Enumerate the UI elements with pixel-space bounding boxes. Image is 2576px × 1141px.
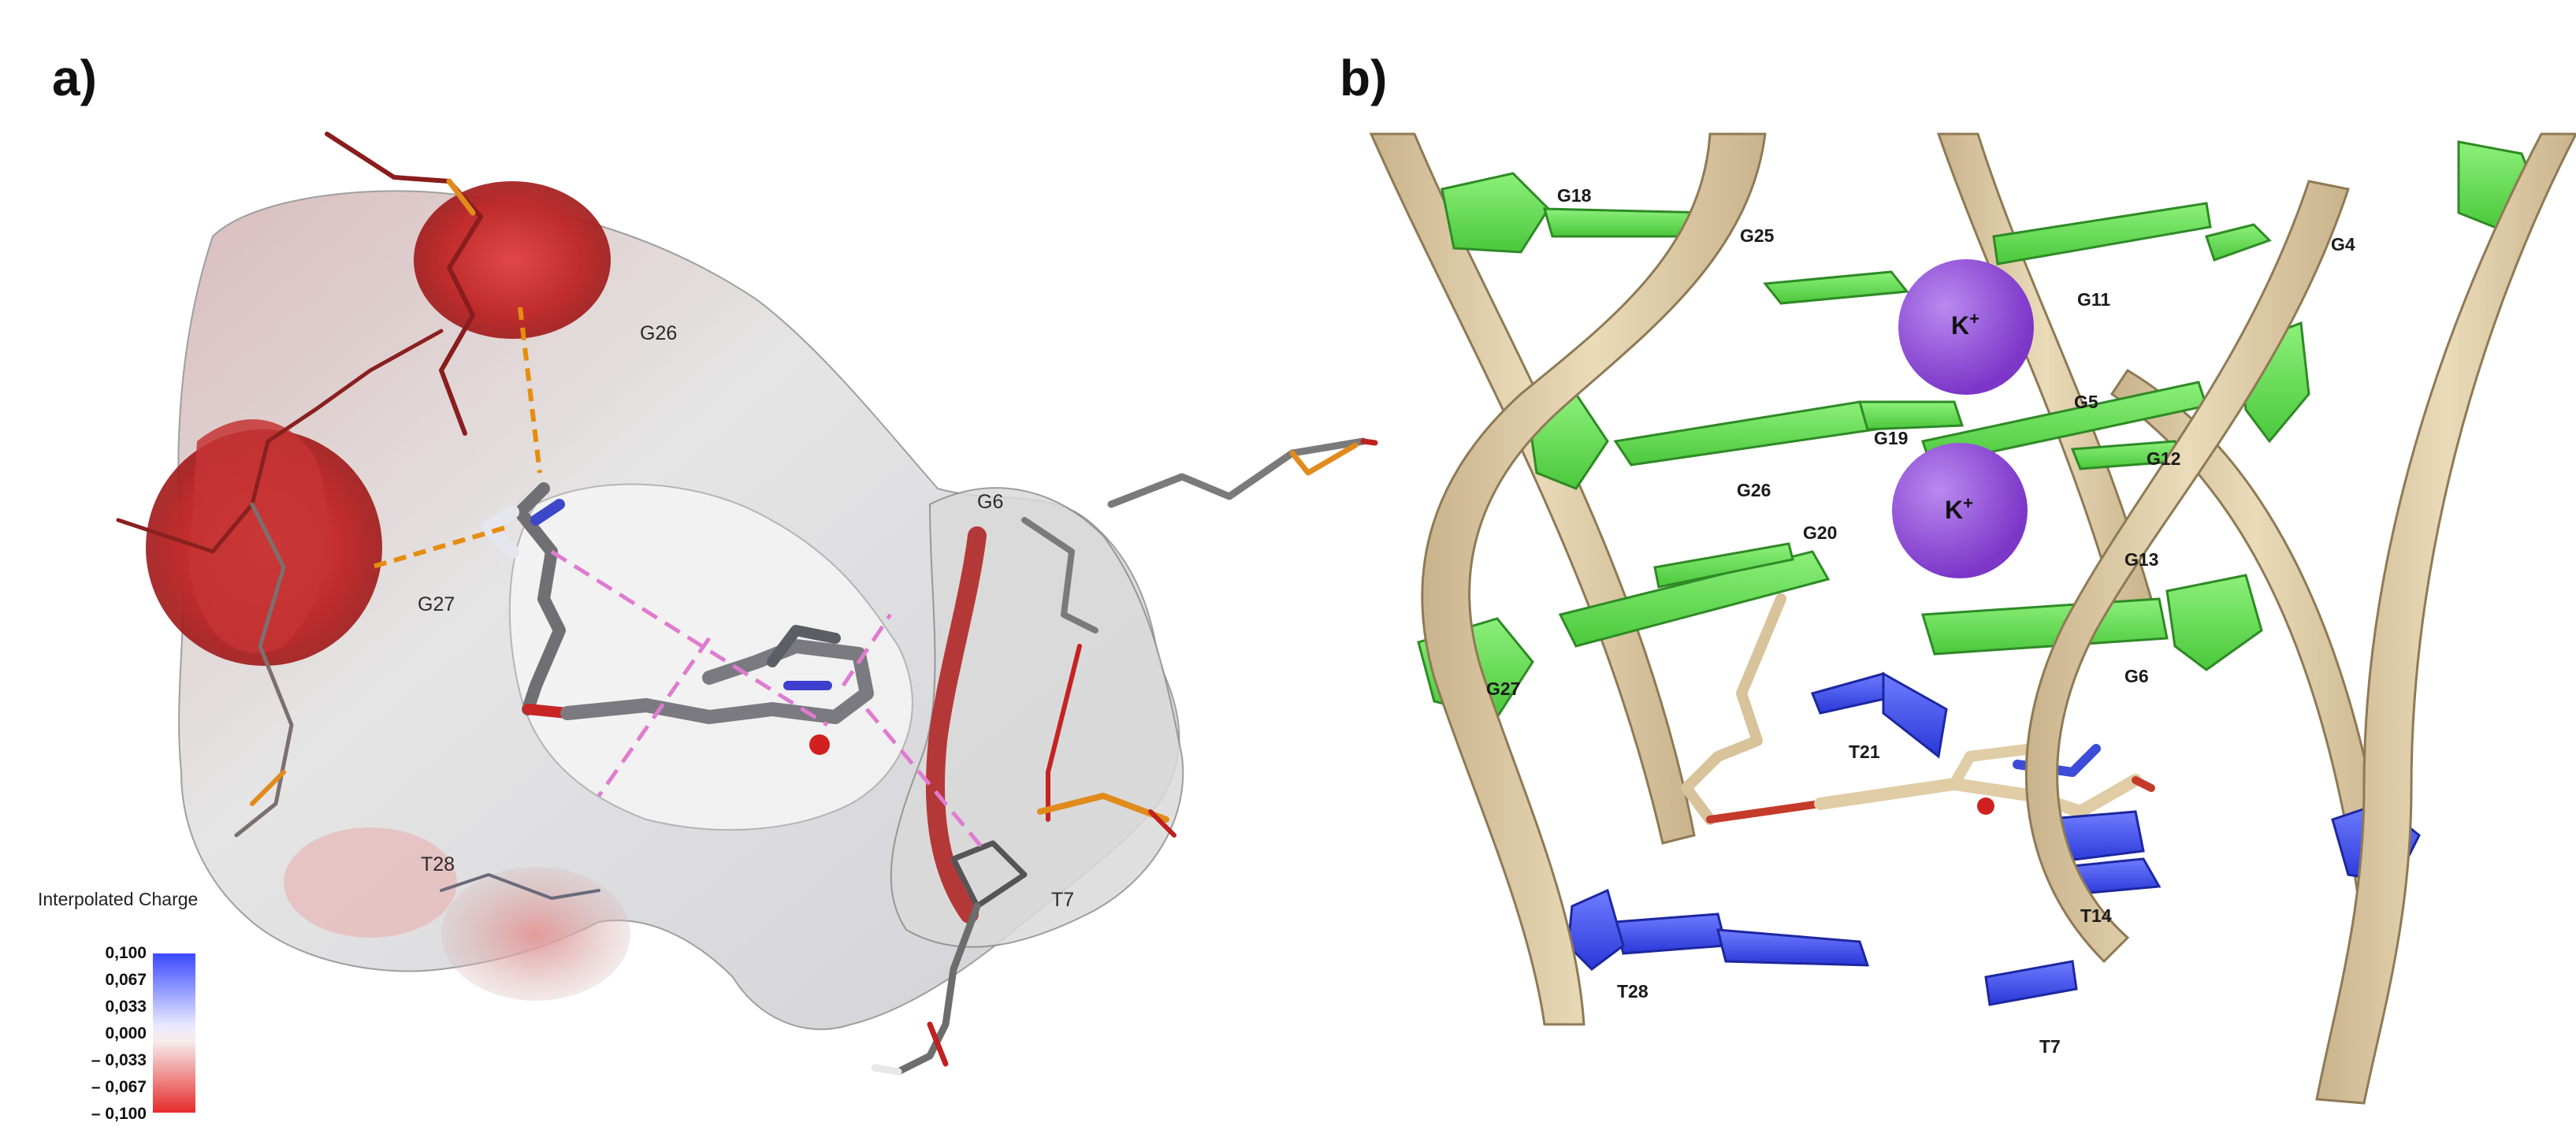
ion-label-k2: K+ [1945,493,1973,524]
hydrogen-bonds [370,307,542,570]
ligand [481,482,874,755]
residue-label-g27: G27 [418,593,455,615]
slightly-negative-region [284,827,457,938]
residue-label-g26: G26 [1737,480,1771,500]
residue-label-g19: G19 [1874,428,1908,448]
residue-label-t7: T7 [2039,1036,2061,1057]
backbone-strand-red [925,526,987,924]
thymine-bases [1567,671,2421,1006]
residue-label-g4: G4 [2331,234,2355,255]
g-quadruplex-cartoon: K+ K+ [1369,132,2576,1105]
residue-label-t14: T14 [2080,905,2112,926]
residue-label-t28: T28 [421,853,455,875]
residue-label-t28: T28 [1617,981,1649,1002]
potassium-ion [1892,443,2028,578]
panel-b: b) [1340,0,2576,1141]
residue-label-g6: G6 [977,491,1003,513]
residue-label-g20: G20 [1803,522,1837,543]
residue-label-g12: G12 [2147,448,2180,469]
charge-legend-colorbar [153,953,195,1113]
residue-label-g18: G18 [1557,185,1592,206]
panel-b-label: b) [1340,50,1388,106]
residue-label-g25: G25 [1740,225,1775,246]
legend-tick: 0,000 [105,1024,147,1043]
backbone-ribbons-front [1421,132,2576,1105]
panel-a: a) [38,50,1378,1123]
legend-tick: 0,100 [105,944,147,962]
legend-tick: – 0,100 [91,1105,147,1123]
residue-label-g11: G11 [2077,289,2110,310]
nucleotide-sticks [116,132,1378,1076]
legend-tick: – 0,033 [91,1051,147,1069]
ion-label-k1: K+ [1951,309,1979,340]
negative-region-bottom [441,867,630,1001]
potassium-ions [1892,259,2034,578]
negative-region-left-edge [189,419,329,653]
stacking-interactions [550,549,987,853]
legend-tick: 0,033 [105,998,147,1016]
residue-label-g27: G27 [1486,678,1520,699]
residue-label-t7: T7 [1051,889,1074,911]
panel-a-label: a) [52,50,97,106]
residue-label-g5: G5 [2074,392,2098,412]
legend-tick: – 0,067 [91,1078,147,1096]
residue-label-g13: G13 [2124,549,2158,570]
legend-tick: 0,067 [105,971,147,989]
charge-legend-title: Interpolated Charge [38,889,199,909]
negative-region-top [414,181,611,339]
residue-label-g26: G26 [640,322,677,344]
electrostatic-surface-figure: G26 G6 G27 T28 T7 [116,132,1378,1076]
residue-label-t21: T21 [1849,741,1880,762]
residue-label-g6: G6 [2124,666,2149,686]
potassium-ion [1898,259,2034,395]
